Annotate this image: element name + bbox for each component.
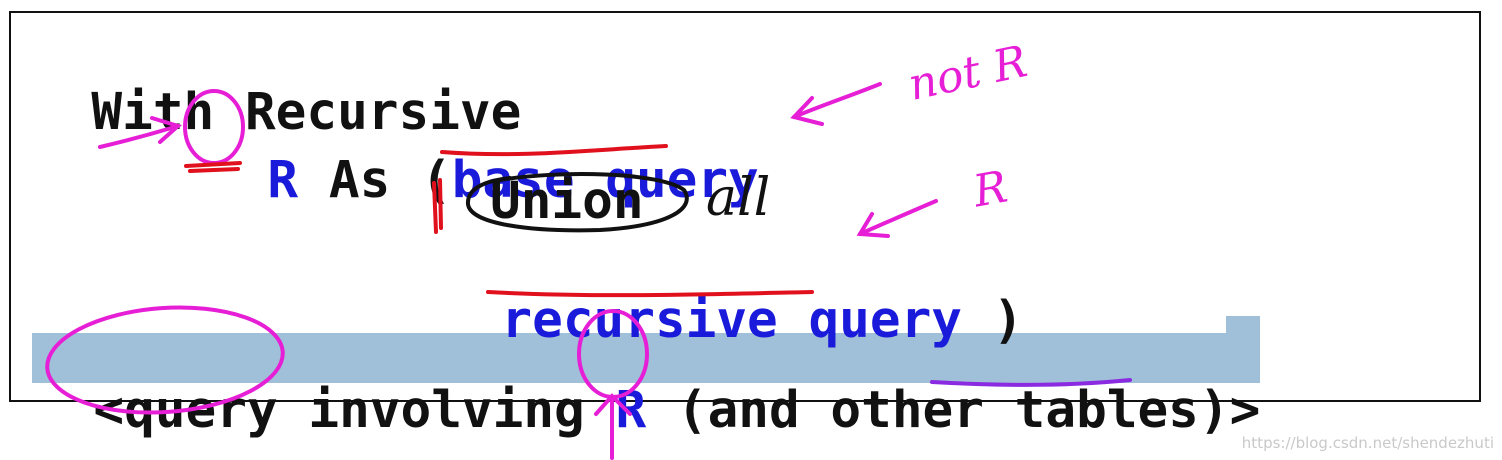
word-query: query xyxy=(124,381,278,440)
angle-close: )> xyxy=(1198,381,1261,440)
keyword-with: With xyxy=(91,83,215,142)
line-r-as-base: R As (base query xyxy=(206,104,758,206)
keyword-as: As xyxy=(328,151,391,210)
keyword-union: Union xyxy=(490,172,644,231)
close-paren: ) xyxy=(992,291,1024,350)
keyword-recursive: Recursive xyxy=(244,83,522,142)
handwritten-all: all xyxy=(706,168,771,228)
line-query-involving: <query involving R (and other tables)> xyxy=(32,334,1260,436)
relation-r: R xyxy=(267,151,299,210)
selection-highlight-tail xyxy=(1226,316,1260,376)
word-involving: involving xyxy=(308,381,585,440)
relation-r-usage: R xyxy=(615,381,647,440)
line-recursive-query: recursive query ) xyxy=(440,244,1023,346)
word-tables: tables xyxy=(1014,381,1199,440)
and-other: (and other xyxy=(676,381,984,440)
open-paren: ( xyxy=(421,151,452,210)
angle-open: < xyxy=(93,381,125,440)
watermark: https://blog.csdn.net/shendezhuti xyxy=(1241,434,1494,452)
